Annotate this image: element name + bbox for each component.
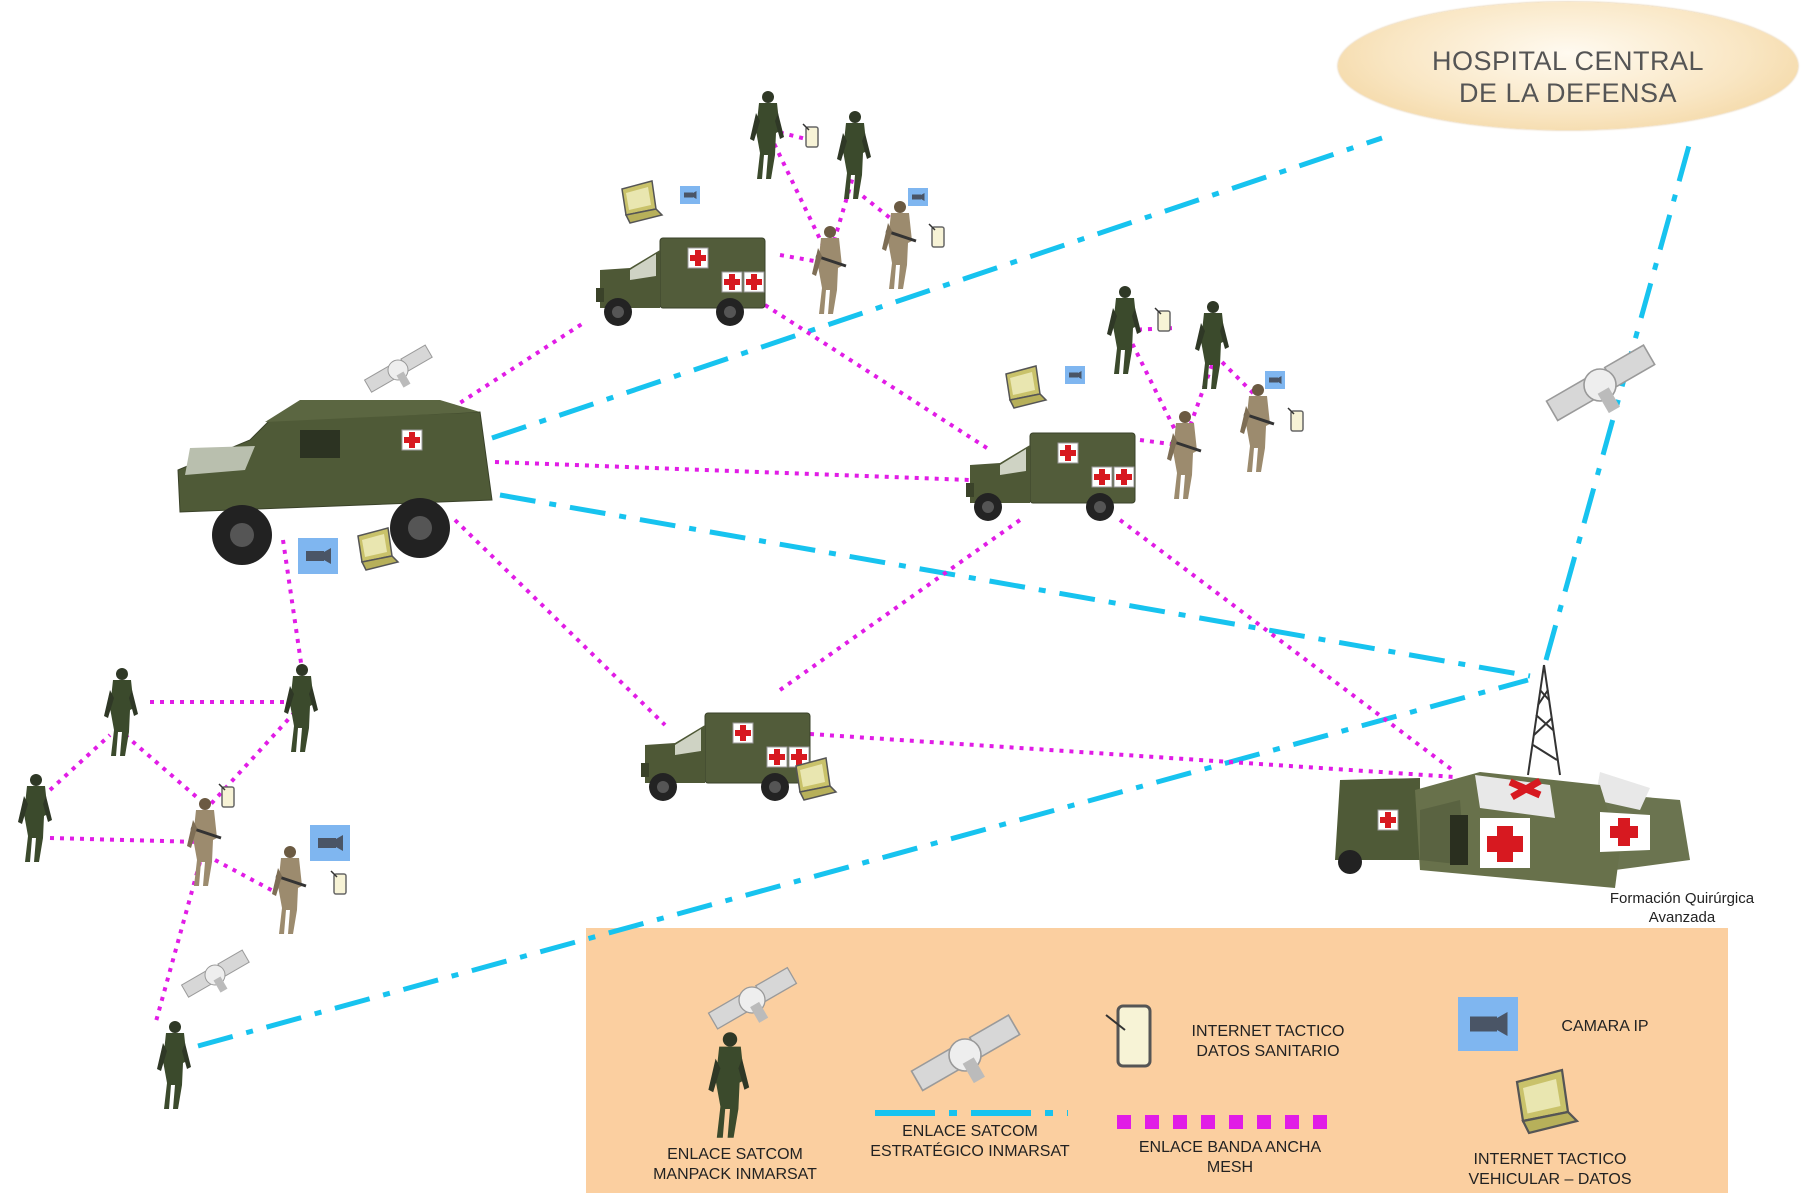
legend-text: MANPACK INMARSAT (653, 1165, 817, 1183)
legend-internet-sanitario-label: INTERNET TACTICO DATOS SANITARIO (1168, 1022, 1368, 1061)
tablet-icon (1154, 307, 1171, 332)
tablet-icon (218, 783, 235, 808)
legend-tablet-icon (1105, 1004, 1152, 1068)
soldier-icon (270, 844, 308, 936)
tablet-icon (802, 123, 819, 148)
mesh-link (769, 128, 811, 142)
ip-camera-icon (298, 538, 338, 574)
formacion-label-line2: Avanzada (1648, 908, 1716, 926)
mesh-link (453, 518, 667, 727)
mesh-link (778, 518, 1022, 692)
hospital-central-node (1338, 2, 1798, 130)
legend-banda-ancha-label: ENLACE BANDA ANCHA MESH (1120, 1138, 1340, 1177)
soldier-icon (1195, 301, 1229, 389)
field-hospital-tent-icon (1335, 772, 1690, 888)
legend-text: INTERNET TACTICO (1473, 1151, 1627, 1168)
antenna-tower-icon (1527, 664, 1561, 776)
tablet-icon (928, 223, 945, 248)
hospital-label-line1: HOSPITAL CENTRAL (1431, 46, 1705, 76)
satellite-icon (1545, 344, 1656, 422)
soldier-icon (1107, 286, 1141, 374)
soldier-icon (750, 91, 784, 179)
satcom-link-vehicle-hospital (491, 135, 1383, 441)
mesh-link (768, 134, 832, 261)
soldier-icon (284, 664, 318, 752)
satcom-link-manpack-tower (197, 677, 1529, 1049)
legend-camara-ip-label: CAMARA IP (1540, 1017, 1670, 1037)
legend-satcom-manpack-icon (707, 966, 798, 1138)
soldier-icon (185, 796, 223, 888)
ambulance-icon (966, 433, 1135, 521)
legend-text: MESH (1206, 1158, 1254, 1176)
soldier-icon (1165, 409, 1203, 501)
satellite-icon (364, 344, 433, 393)
tablet-icon (1287, 407, 1304, 432)
hospital-label-line2: DE LA DEFENSA (1458, 78, 1678, 109)
satellite-icon (181, 949, 250, 998)
mesh-link (450, 320, 587, 410)
mesh-link (494, 460, 971, 482)
soldier-icon (18, 774, 52, 862)
soldier-icon (810, 224, 848, 316)
satcom-link-tower-hospital (1543, 141, 1693, 661)
ambulance-icon (596, 238, 765, 326)
legend-text: ENLACE SATCOM (667, 1146, 803, 1163)
mesh-link (123, 733, 202, 802)
legend-text: ENLACE BANDA ANCHA (1138, 1139, 1322, 1156)
mesh-link (763, 303, 992, 452)
mesh-link (1118, 518, 1457, 774)
legend-text: ESTRATÉGICO INMARSAT (870, 1142, 1070, 1160)
formacion-label: Formación Quirúrgica Avanzada (1562, 890, 1801, 928)
tablet-icon (330, 870, 347, 895)
legend-text: DATOS SANITARIO (1196, 1042, 1340, 1060)
mesh-link (48, 733, 112, 792)
legend-satcom-estrategico-icon (875, 1014, 1068, 1116)
mesh-link (214, 858, 276, 894)
ip-camera-icon (1265, 371, 1285, 389)
ip-camera-icon (310, 825, 350, 861)
mesh-link (208, 710, 297, 807)
mesh-link (49, 836, 201, 844)
mesh-link (853, 188, 897, 224)
legend-satcom-estrategico-label: ENLACE SATCOM ESTRATÉGICO INMARSAT (850, 1122, 1090, 1161)
ambulance-icon (641, 713, 810, 801)
mesh-link (1126, 334, 1182, 441)
ip-camera-icon (680, 186, 700, 204)
legend-text: VEHICULAR – DATOS (1468, 1170, 1632, 1188)
legend-internet-vehicular-label: INTERNET TACTICO VEHICULAR – DATOS (1440, 1150, 1660, 1189)
legend-text: CAMARA IP (1561, 1018, 1649, 1035)
armored-vehicle-icon (177, 400, 493, 565)
ip-camera-icon (908, 188, 928, 206)
mesh-link (809, 732, 1456, 779)
legend-text: ENLACE SATCOM (902, 1123, 1038, 1140)
soldier-icon (1238, 382, 1276, 474)
soldier-icon (837, 111, 871, 199)
soldier-icon (157, 1021, 191, 1109)
legend-satcom-manpack-label: ENLACE SATCOM MANPACK INMARSAT (620, 1145, 850, 1184)
mesh-link (779, 253, 821, 264)
laptop-icon (795, 757, 837, 801)
laptop-icon (1005, 365, 1047, 409)
hospital-label: HOSPITAL CENTRAL DE LA DEFENSA (1338, 45, 1798, 110)
ip-camera-icon (1065, 366, 1085, 384)
satcom-link-vehicle-tower (499, 492, 1531, 679)
mesh-link (1213, 353, 1257, 397)
mesh-link (153, 861, 202, 1026)
legend-ip-camera-icon (1458, 997, 1518, 1051)
mesh-link (1127, 326, 1176, 332)
legend-text: INTERNET TACTICO (1191, 1023, 1345, 1040)
legend-laptop-icon (1515, 1068, 1579, 1135)
laptop-icon (621, 180, 663, 224)
formacion-label-line1: Formación Quirúrgica (1609, 890, 1755, 907)
satcom-links (197, 135, 1693, 1049)
